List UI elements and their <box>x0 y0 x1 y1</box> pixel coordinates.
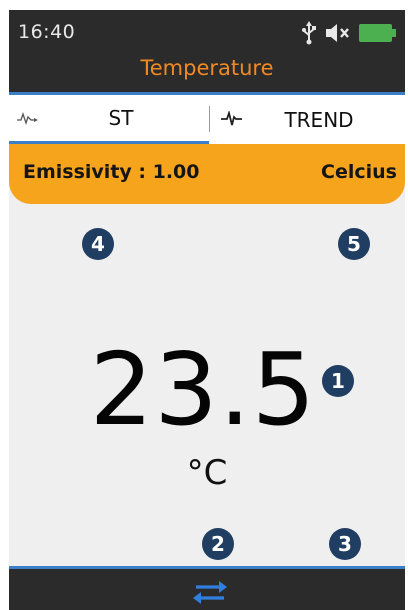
mute-icon <box>326 24 349 42</box>
callout-badge-2: 2 <box>202 528 234 560</box>
tab-st[interactable]: ST <box>9 95 209 144</box>
swap-arrows-icon[interactable] <box>192 578 228 606</box>
temperature-reading: 23.5 <box>89 331 317 448</box>
unit-setting[interactable]: Celcius <box>321 161 397 183</box>
callout-badge-1: 1 <box>322 365 354 397</box>
device-screen: 16:40 Temperature <box>9 10 405 610</box>
battery-icon <box>359 24 396 42</box>
usb-icon <box>302 21 316 45</box>
callout-badge-3: 3 <box>329 528 361 560</box>
page-title: Temperature <box>140 56 274 80</box>
tab-trend[interactable]: TREND <box>211 95 405 144</box>
emissivity-setting[interactable]: Emissivity : 1.00 <box>23 161 200 183</box>
tab-trend-label: TREND <box>284 107 354 132</box>
waveform-small-icon <box>17 111 38 125</box>
bottom-bar <box>9 566 405 610</box>
status-title-bar: 16:40 Temperature <box>9 10 405 92</box>
status-time: 16:40 <box>18 21 76 43</box>
pulse-icon <box>221 111 242 126</box>
temperature-unit: °C <box>186 453 228 493</box>
callout-badge-4: 4 <box>82 228 114 260</box>
callout-badge-5: 5 <box>338 228 370 260</box>
status-icons <box>301 20 397 46</box>
info-band: Emissivity : 1.00 Celcius <box>9 144 405 204</box>
tab-bar: ST TREND <box>9 92 405 144</box>
tab-divider <box>209 106 210 132</box>
tab-st-label: ST <box>108 106 134 130</box>
